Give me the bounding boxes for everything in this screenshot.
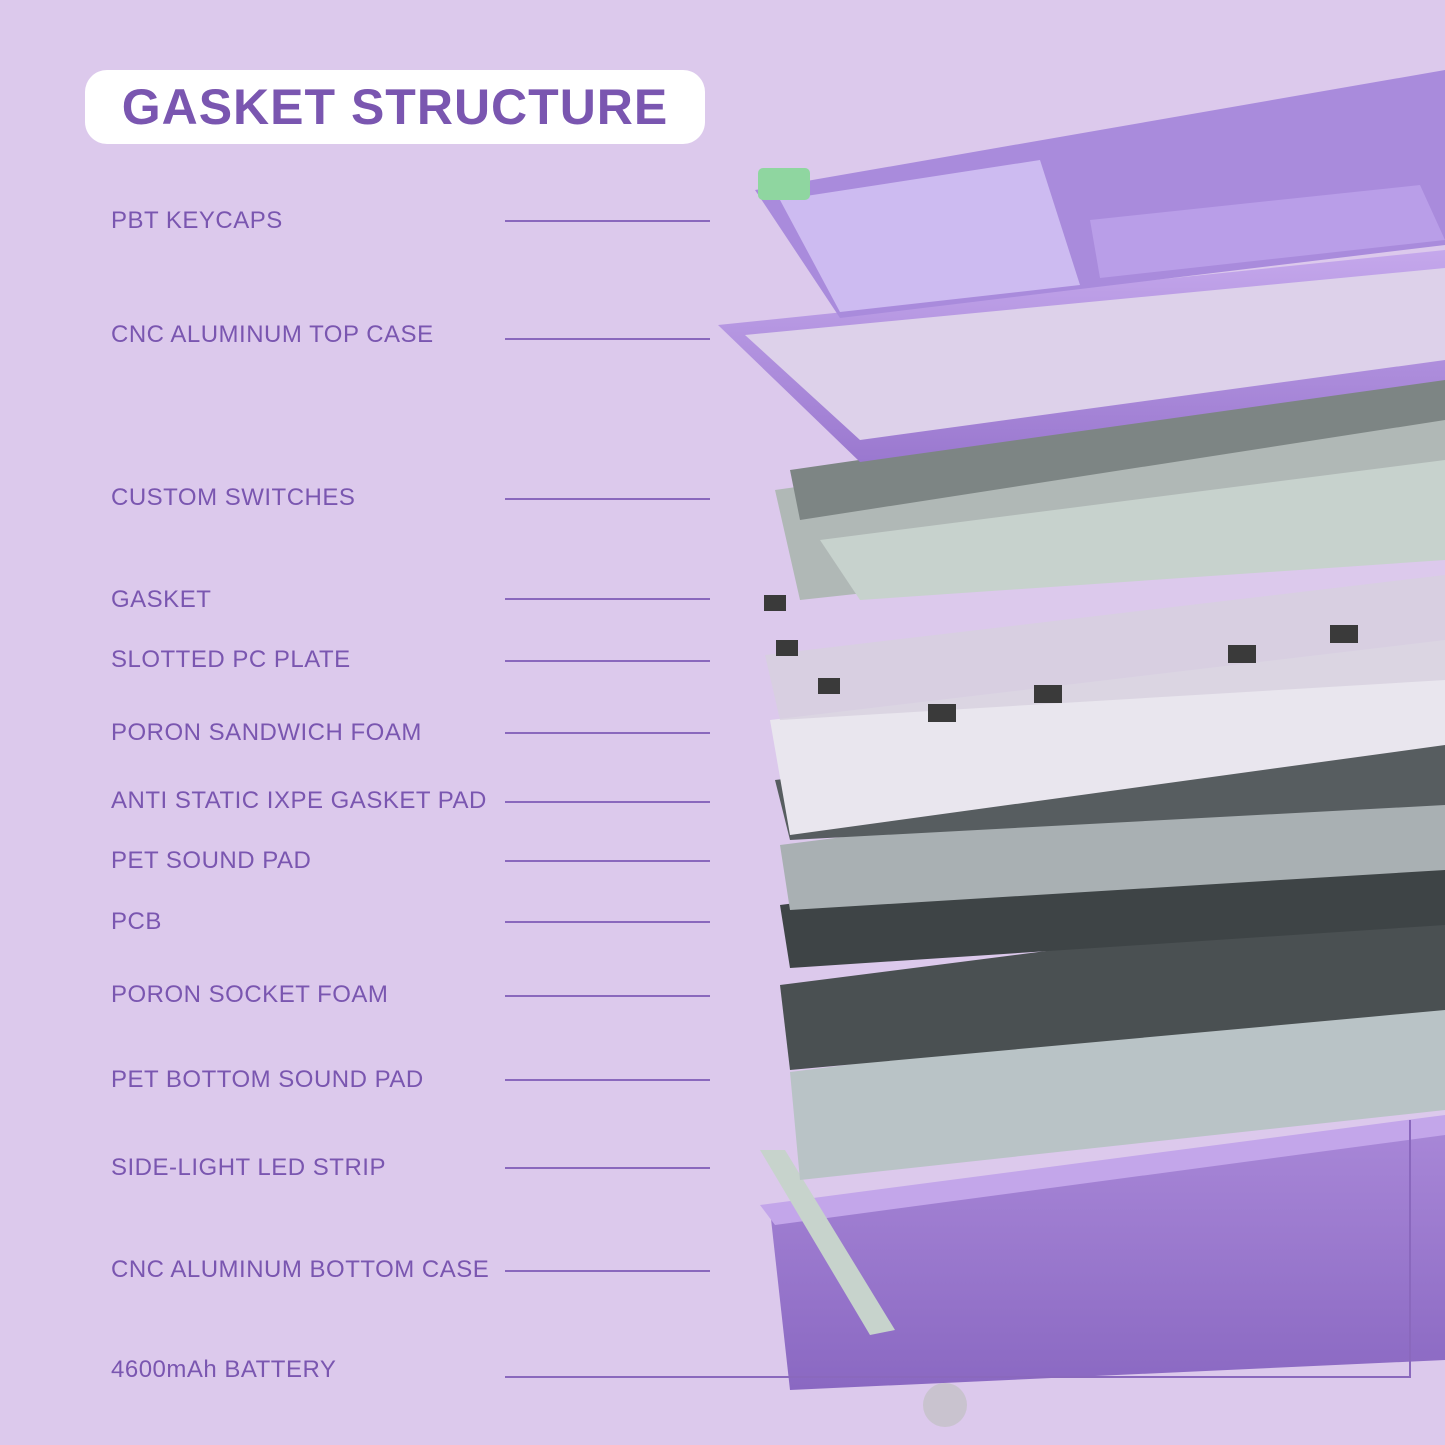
- label-pet-sound-pad: PET SOUND PAD: [111, 847, 312, 874]
- leader-line: [505, 1270, 710, 1272]
- label-custom-switches: CUSTOM SWITCHES: [111, 484, 356, 511]
- label-battery: 4600mAh BATTERY: [111, 1356, 337, 1383]
- top-case-shape: [718, 250, 1445, 462]
- label-bottom-case: CNC ALUMINUM BOTTOM CASE: [111, 1256, 490, 1283]
- label-top-case: CNC ALUMINUM TOP CASE: [111, 321, 434, 348]
- label-gasket: GASKET: [111, 586, 212, 613]
- label-poron-sandwich-foam: PORON SANDWICH FOAM: [111, 719, 422, 746]
- leader-line: [505, 220, 710, 222]
- label-pet-bottom-sound-pad: PET BOTTOM SOUND PAD: [111, 1066, 424, 1093]
- leader-line: [505, 921, 710, 923]
- leader-line: [505, 995, 710, 997]
- label-pcb: PCB: [111, 908, 162, 935]
- label-slotted-pc-plate: SLOTTED PC PLATE: [111, 646, 351, 673]
- pc-plate-top-shape: [765, 575, 1445, 720]
- leader-line: [505, 660, 710, 662]
- leader-line: [505, 338, 710, 340]
- leader-line: [505, 1167, 710, 1169]
- leader-line: [505, 860, 710, 862]
- title-badge: GASKET STRUCTURE: [85, 70, 705, 144]
- leader-line: [505, 498, 710, 500]
- switch-cluster: [775, 375, 1445, 600]
- leader-line: [505, 801, 710, 803]
- led-strip-shape: [760, 1150, 895, 1335]
- leader-line: [505, 598, 710, 600]
- bottom-case-shape: [760, 984, 1445, 1427]
- label-side-light-led-strip: SIDE-LIGHT LED STRIP: [111, 1154, 386, 1181]
- label-pbt-keycaps: PBT KEYCAPS: [111, 207, 283, 234]
- leader-line-battery: [505, 1376, 1411, 1378]
- leader-line: [505, 732, 710, 734]
- label-ixpe-gasket-pad: ANTI STATIC IXPE GASKET PAD: [111, 787, 487, 814]
- socket-foam-shape: [780, 900, 1445, 1070]
- bottom-sound-pad-shape: [790, 990, 1445, 1180]
- leader-line: [505, 1079, 710, 1081]
- gasket-blocks: [764, 595, 1358, 722]
- page-title: GASKET STRUCTURE: [121, 79, 669, 135]
- keycap-set: [755, 70, 1445, 318]
- label-poron-socket-foam: PORON SOCKET FOAM: [111, 981, 389, 1008]
